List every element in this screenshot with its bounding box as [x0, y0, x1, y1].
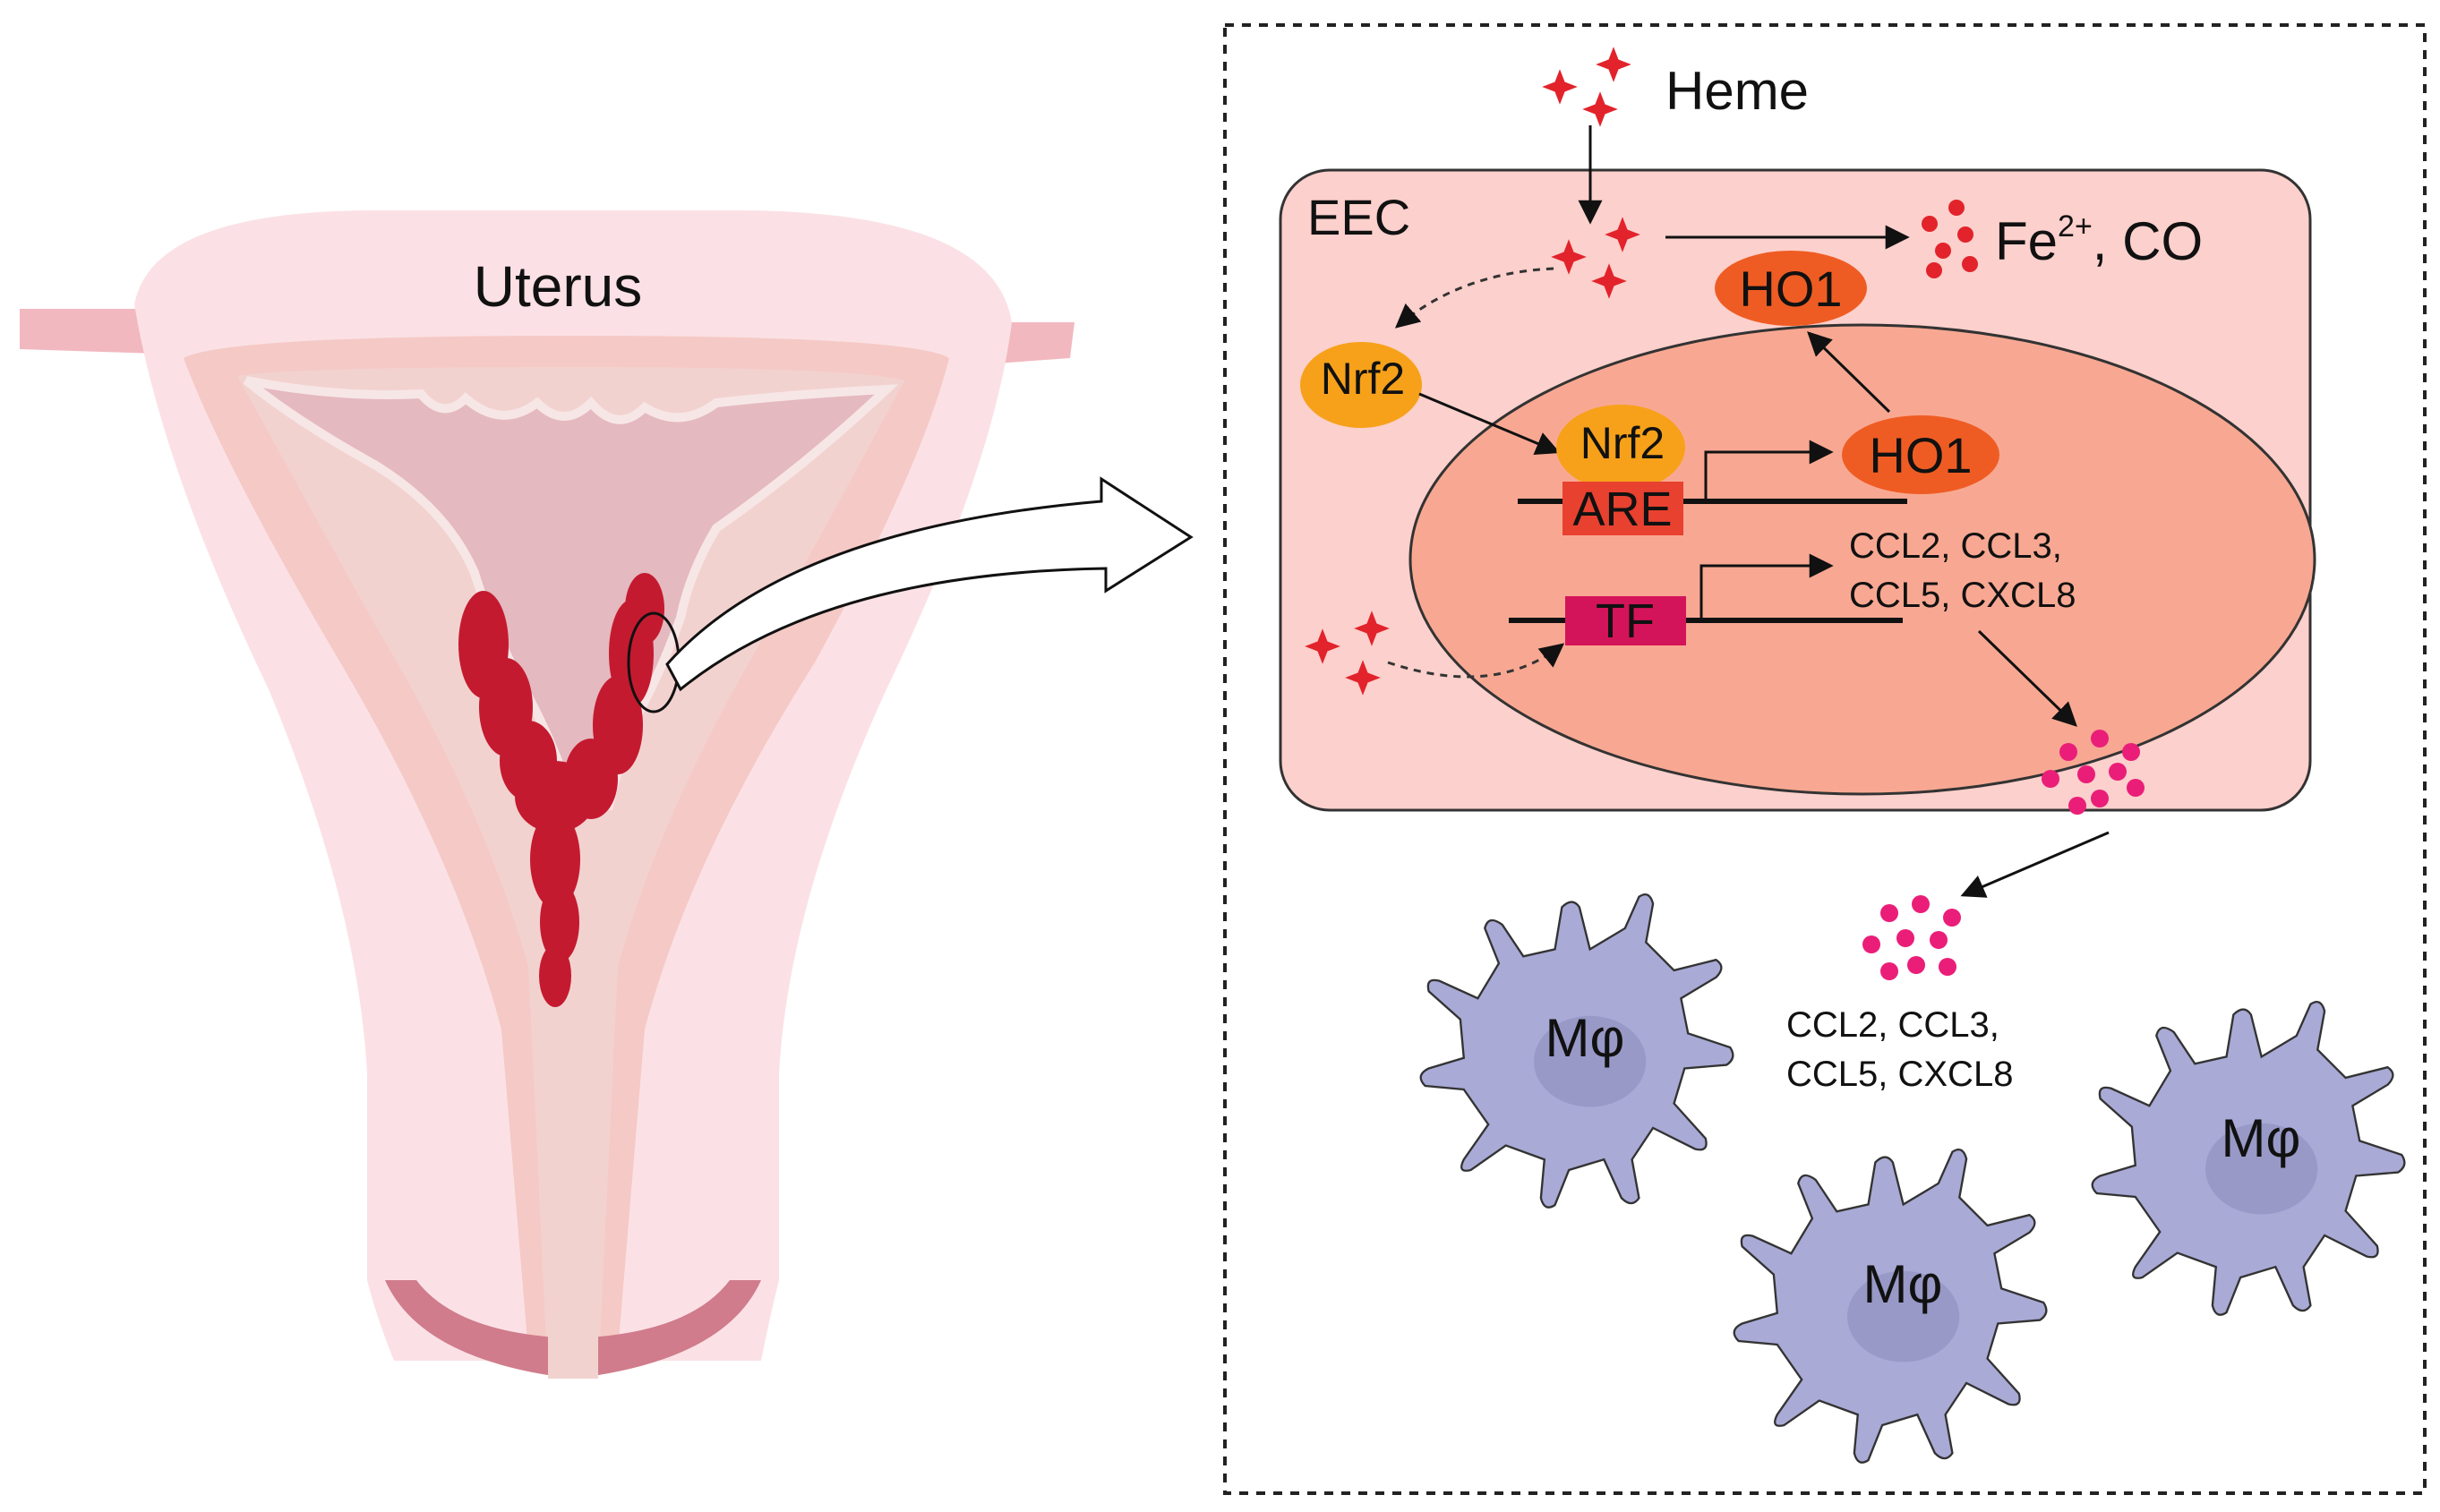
ho1-transcription-arrow [1704, 440, 1834, 501]
zoom-panel-border [1223, 23, 2427, 1495]
degradation-products-label: Fe2+, CO [1995, 209, 2203, 271]
tf-label: TF [1596, 594, 1655, 648]
tf-box [1565, 596, 1686, 645]
chemokine-dots-extracellular [1862, 895, 1961, 980]
macrophage-2: Mφ [1733, 1148, 2048, 1464]
degradation-products-dots [1922, 200, 1978, 278]
macrophage-1: Mφ [1419, 893, 1734, 1209]
chemokine-transcription-arrow [1699, 553, 1834, 620]
chemokines-outside-line-1: CCL2, CCL3, [1786, 1005, 1999, 1045]
are-box [1562, 482, 1683, 535]
ho1-nucleus-label: HO1 [1869, 427, 1972, 483]
eec-label: EEC [1307, 189, 1410, 245]
ho1-cytoplasm-blob [1715, 251, 1867, 326]
nrf2-nucleus-blob [1556, 405, 1685, 491]
nrf2-cytoplasm-label: Nrf2 [1321, 354, 1405, 404]
macrophage-3: Mφ [2091, 1000, 2406, 1316]
macrophage-2-label: Mφ [1863, 1254, 1943, 1314]
macrophage-1-label: Mφ [1545, 1008, 1625, 1068]
ho1-nucleus-blob [1842, 415, 1999, 494]
heme-activates-tf-arrow [1387, 643, 1565, 679]
uterus-label: Uterus [474, 254, 643, 319]
chemokines-inside-line-2: CCL5, CXCL8 [1849, 576, 2076, 615]
ho1-export-arrow [1807, 331, 1891, 414]
uterus-illustration: Uterus [20, 210, 1074, 1379]
zoom-arrow [665, 476, 1194, 692]
cervix [385, 1280, 761, 1379]
nrf2-cytoplasm-blob [1300, 342, 1422, 428]
nrf2-nucleus-label: Nrf2 [1580, 418, 1665, 468]
macrophage-3-label: Mφ [2222, 1108, 2301, 1168]
heme-label: Heme [1665, 61, 1809, 121]
nrf2-translocation-arrow [1418, 392, 1561, 456]
chemokine-release-arrow [1960, 831, 2110, 898]
chemokine-secretion-arrow [1977, 629, 2077, 727]
menstrual-blood [458, 573, 664, 1007]
chemokines-outside-line-2: CCL5, CXCL8 [1786, 1055, 2013, 1094]
heme-activates-nrf2-arrow [1394, 267, 1554, 329]
chemokines-inside-line-1: CCL2, CCL3, [1849, 526, 2062, 566]
left-fallopian-tube [20, 309, 157, 354]
ho1-cytoplasm-label: HO1 [1739, 261, 1842, 317]
heme-stars-top [1542, 47, 1631, 127]
chemokine-dots-cell [2042, 730, 2145, 815]
cervical-canal [548, 940, 598, 1379]
are-label: ARE [1572, 483, 1672, 536]
